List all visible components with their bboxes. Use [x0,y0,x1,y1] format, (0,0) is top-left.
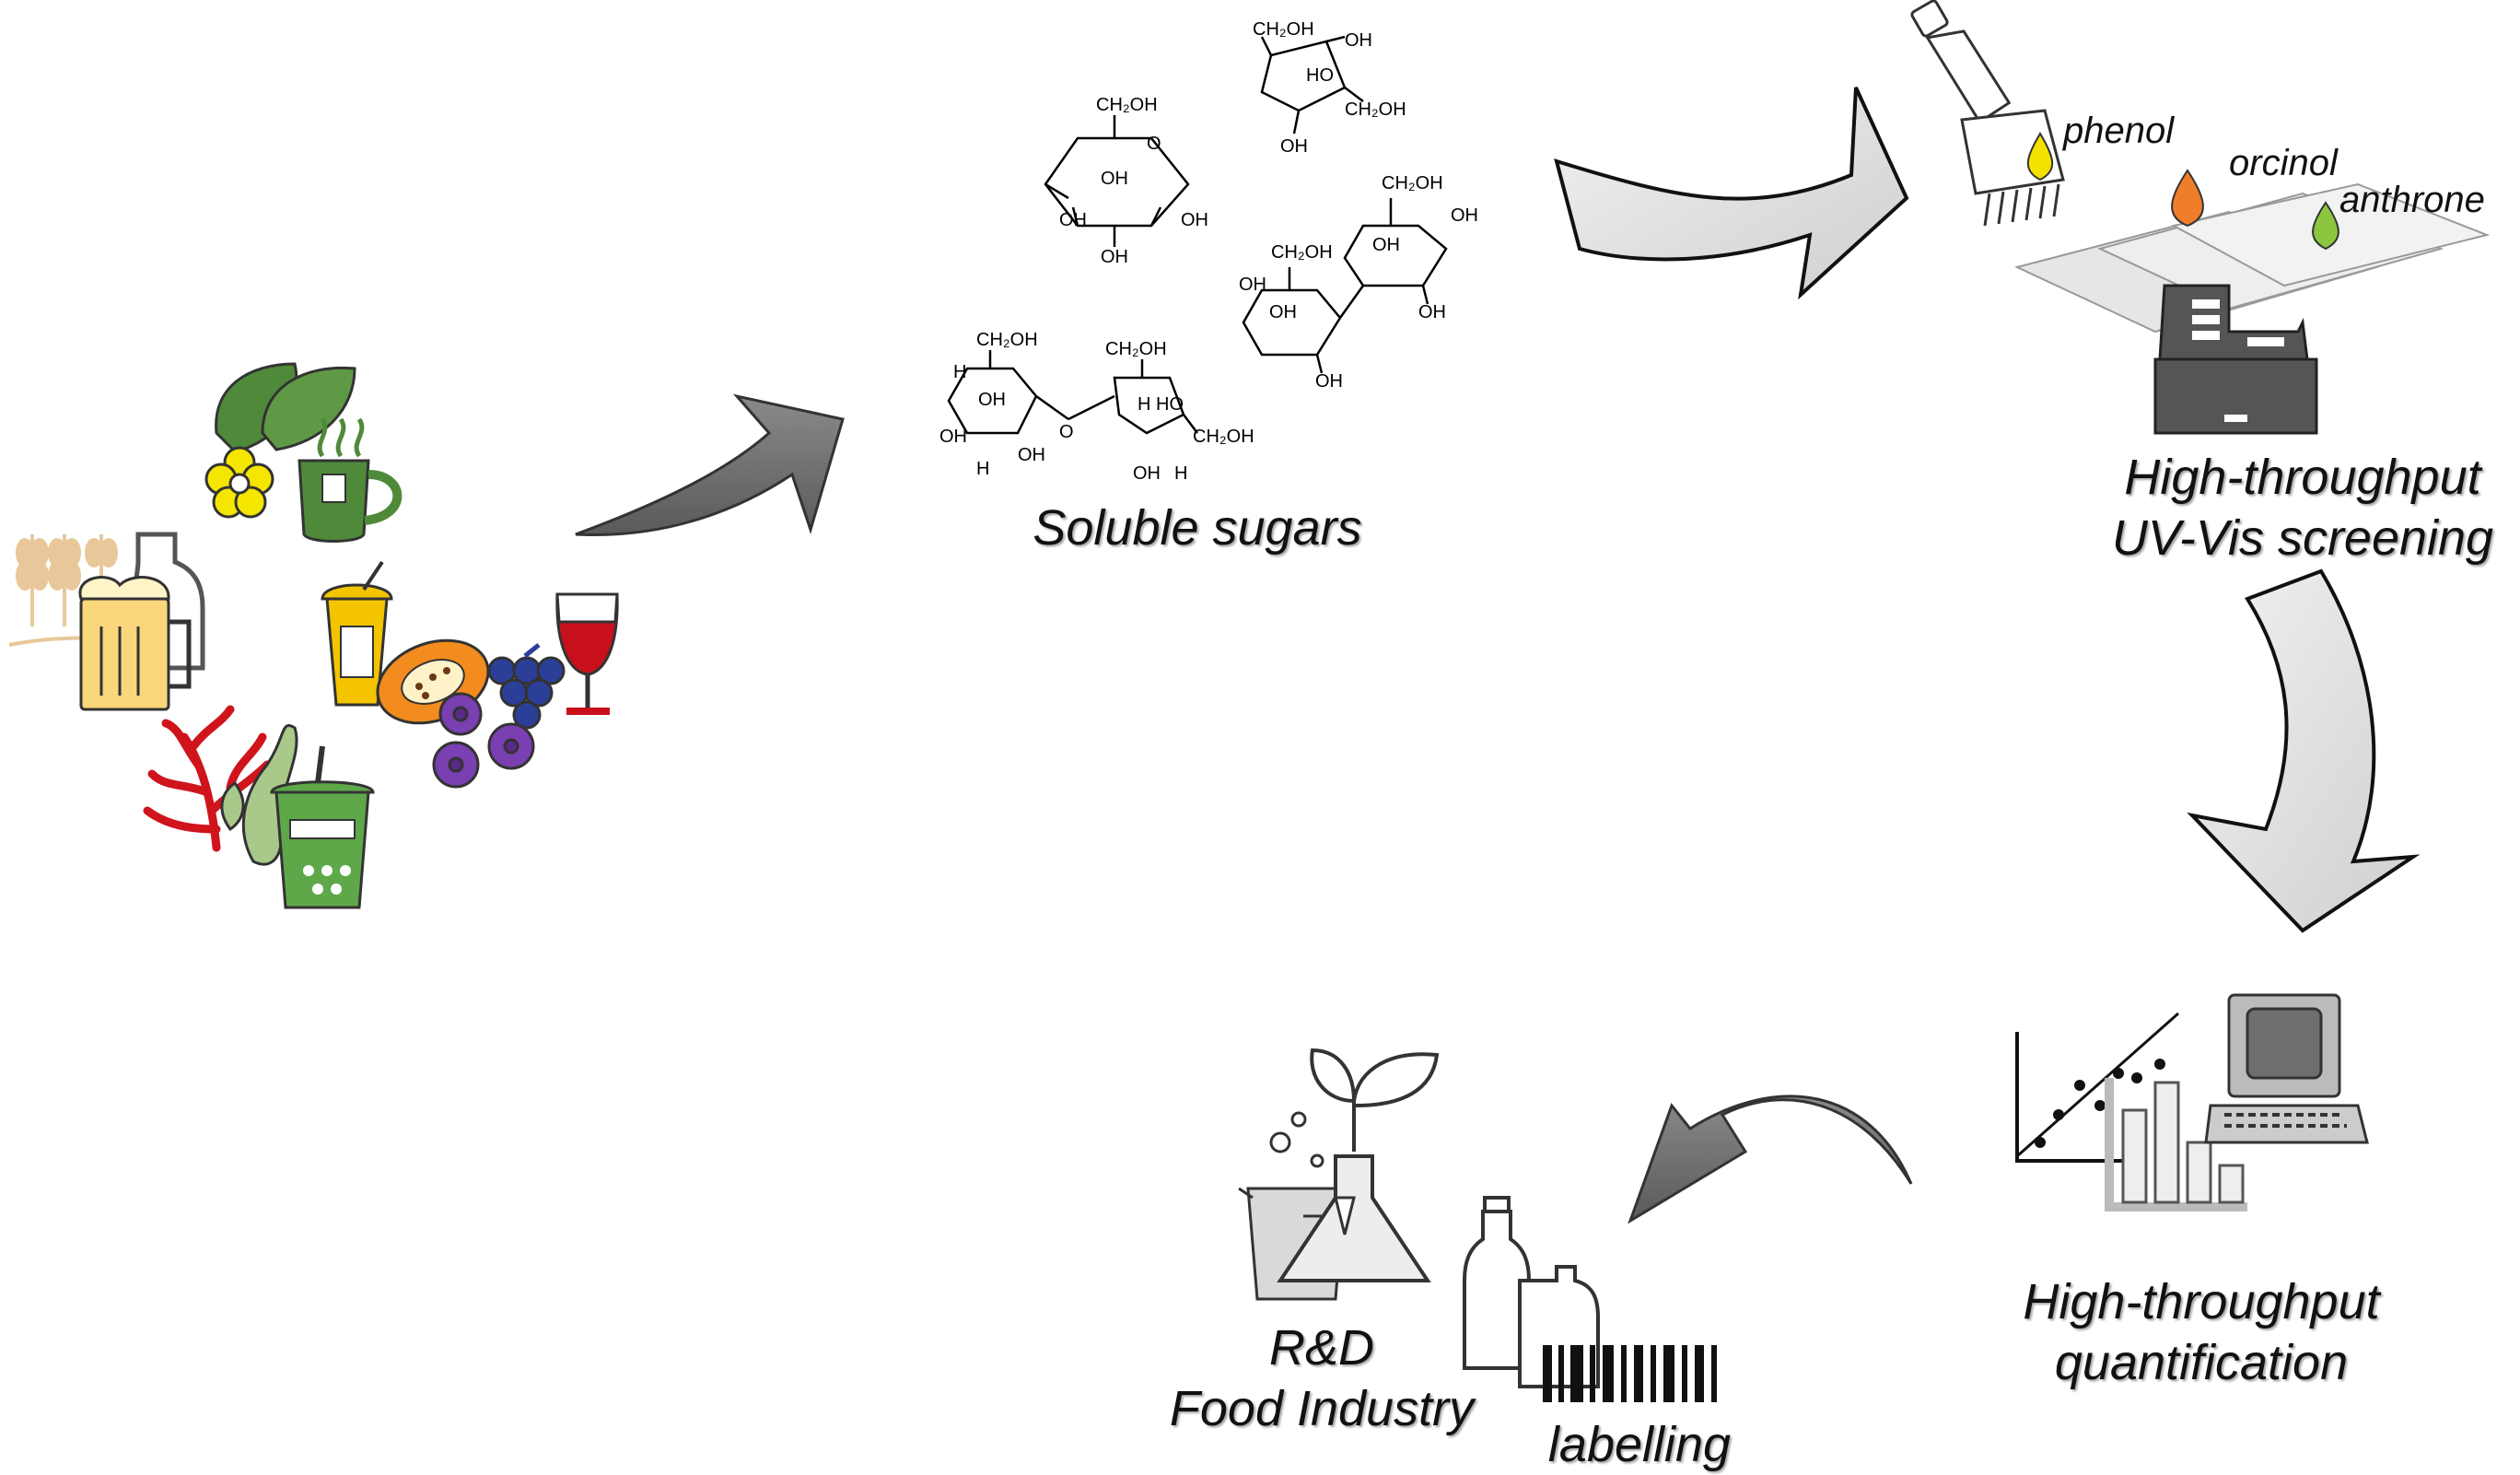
reagent-label-anthrone: anthrone [2339,180,2485,220]
svg-text:H: H [953,362,966,382]
orcinol-drop-icon [2171,169,2204,228]
svg-text:H: H [1174,463,1187,484]
svg-text:OH: OH [939,427,967,447]
reagent-drops [2026,132,2339,251]
svg-text:OH: OH [1345,30,1372,51]
arrow-screening-to-quantification [2187,568,2421,933]
svg-text:HO: HO [1306,65,1334,86]
svg-text:H: H [1138,394,1150,415]
svg-text:H: H [976,459,989,479]
svg-text:CH₂OH: CH₂OH [1253,19,1314,40]
fructose-structure [1260,35,1364,135]
screening-label-line1: High-throughput [2124,450,2481,505]
labelling-label: labelling [1547,1417,1732,1472]
smoothie-cup-icon [270,745,375,909]
screening-label-line2: UV-Vis screening [2111,510,2494,566]
quantification-label: High-throughput quantification [1999,1271,2404,1393]
leaf-icon [215,362,298,453]
arrow-samples-to-sugars [575,393,845,537]
svg-text:O: O [1059,422,1074,442]
quantification-label-line2: quantification [2054,1335,2349,1390]
barcode-icon [1543,1345,1717,1402]
calibration-plot-icon [2015,1012,2247,1212]
svg-text:CH₂OH: CH₂OH [1193,427,1254,447]
rnd-label-line2: Food Industry [1169,1381,1475,1436]
svg-text:OH: OH [1451,205,1478,226]
quantification-label-line1: High-throughput [2023,1274,2380,1329]
svg-text:OH: OH [1018,445,1045,465]
computer-icon [2204,993,2369,1144]
svg-text:OH: OH [1059,210,1087,230]
bar-chart-icon [2105,1078,2247,1212]
svg-text:CH₂OH: CH₂OH [1105,339,1167,359]
rnd-label-line1: R&D [1268,1320,1374,1375]
wine-glass-icon [555,592,619,715]
svg-text:CH₂OH: CH₂OH [976,330,1038,350]
disaccharide-structure-1 [1242,198,1448,374]
flower-icon [204,446,274,519]
svg-text:OH: OH [1269,302,1297,322]
lab-glassware-icon [1238,1048,1440,1301]
svg-text:OH: OH [978,390,1006,410]
phenol-drop-icon [2026,132,2054,181]
screening-label: High-throughput UV-Vis screening [2091,447,2514,568]
svg-text:OH: OH [1239,275,1266,295]
reagent-label-orcinol: orcinol [2229,143,2338,183]
anthrone-drop-icon [2312,201,2339,251]
food-samples-icon [8,362,619,909]
svg-text:CH₂OH: CH₂OH [1345,100,1406,120]
sugar-atom-labels: CH₂OH OH OH OH O OH CH₂OH OH HO CH₂OH OH… [939,19,1478,484]
svg-text:OH: OH [1315,371,1343,392]
svg-text:CH₂OH: CH₂OH [1382,173,1443,193]
pipette-icon [1910,0,2065,227]
blueberries-icon [432,692,535,789]
sugar-structures [947,35,1448,435]
arrow-sugars-to-screening [1554,87,1909,300]
plate-reader-icon [2153,284,2318,435]
svg-text:HO: HO [1156,394,1184,415]
svg-text:OH: OH [1133,463,1161,484]
arrow-quantification-to-rnd [1628,1095,1913,1224]
sucrose-structure [947,350,1198,435]
tea-cup-icon [298,417,402,543]
soluble-sugars-label: Soluble sugars [1032,500,1362,556]
sprout-icon [1310,1048,1440,1152]
rnd-label: R&D Food Industry [1142,1317,1501,1439]
reagent-label-phenol: phenol [2063,111,2175,151]
svg-text:OH: OH [1101,247,1128,267]
beer-mug-icon [78,576,192,711]
juice-cup-icon [321,560,393,707]
svg-text:O: O [1147,134,1161,154]
svg-text:CH₂OH: CH₂OH [1096,95,1158,115]
svg-text:OH: OH [1280,136,1308,157]
svg-text:OH: OH [1372,235,1400,255]
glucose-structure [1044,115,1190,247]
svg-text:OH: OH [1181,210,1208,230]
svg-text:OH: OH [1418,302,1446,322]
svg-text:CH₂OH: CH₂OH [1271,242,1333,263]
grapes-icon [487,643,566,730]
svg-text:OH: OH [1101,169,1128,189]
leaf-icon [261,366,356,451]
